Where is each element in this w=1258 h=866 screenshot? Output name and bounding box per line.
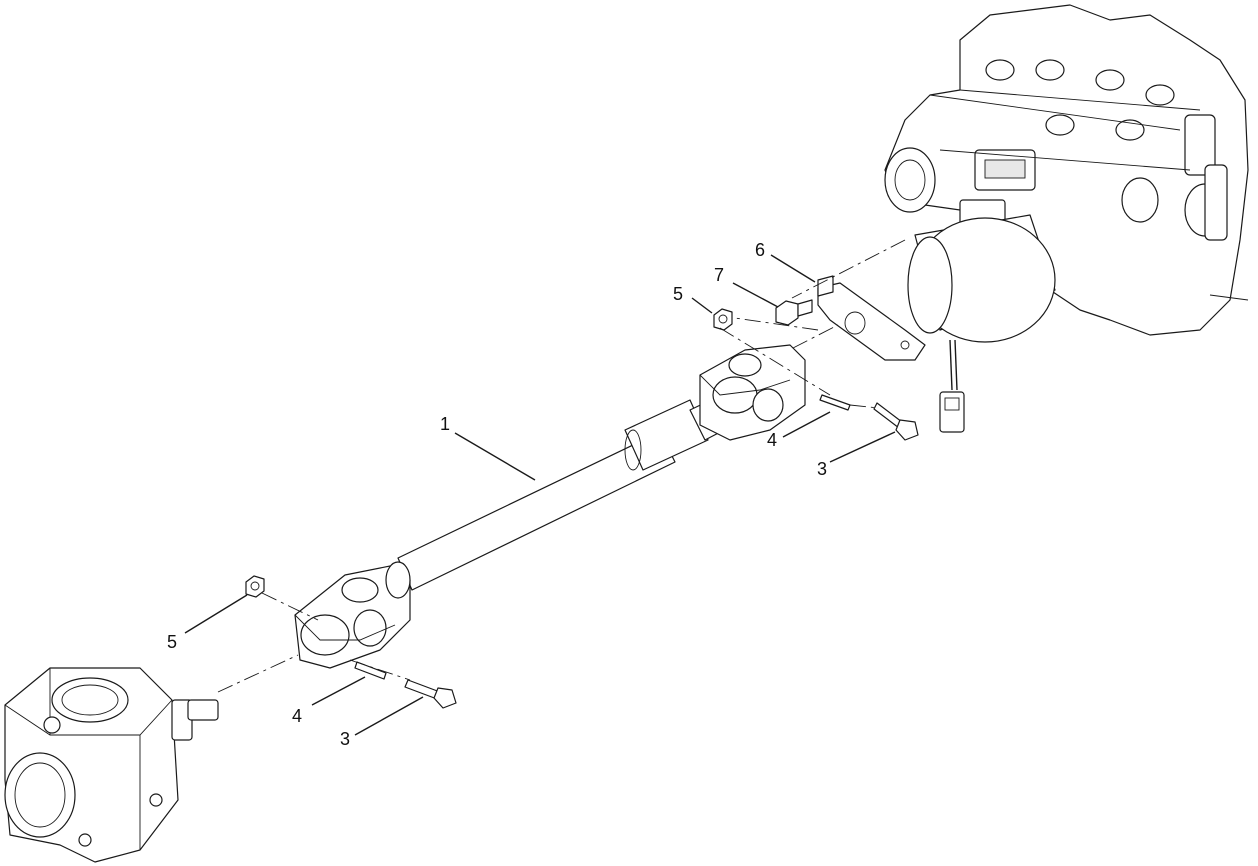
bolt-lower [404, 679, 457, 709]
callout-driveshaft: 1 [440, 414, 450, 434]
nut-lower [245, 575, 265, 598]
roll-pin-lower [354, 661, 387, 680]
callout-screw: 7 [714, 265, 724, 285]
roll-pin-upper [819, 394, 851, 411]
upper-universal-joint [699, 344, 806, 441]
callout-nut-upper: 5 [673, 284, 683, 304]
mounting-bracket [817, 275, 926, 361]
leader-lines [184, 254, 896, 736]
callout-bracket: 6 [755, 240, 765, 260]
callout-bolt-lower: 3 [340, 729, 350, 749]
hex-screw [775, 299, 813, 326]
callout-nut-lower: 5 [167, 632, 177, 652]
callout-pin-lower: 4 [292, 706, 302, 726]
nut-upper [713, 308, 733, 331]
gearbox-housing [4, 667, 219, 863]
assembly-centerlines [217, 239, 906, 693]
bolt-upper [873, 402, 919, 441]
callout-pin-upper: 4 [767, 430, 777, 450]
lower-universal-joint [294, 561, 411, 669]
callout-bolt-upper: 3 [817, 459, 827, 479]
hydraulic-pump-assembly [884, 4, 1249, 433]
